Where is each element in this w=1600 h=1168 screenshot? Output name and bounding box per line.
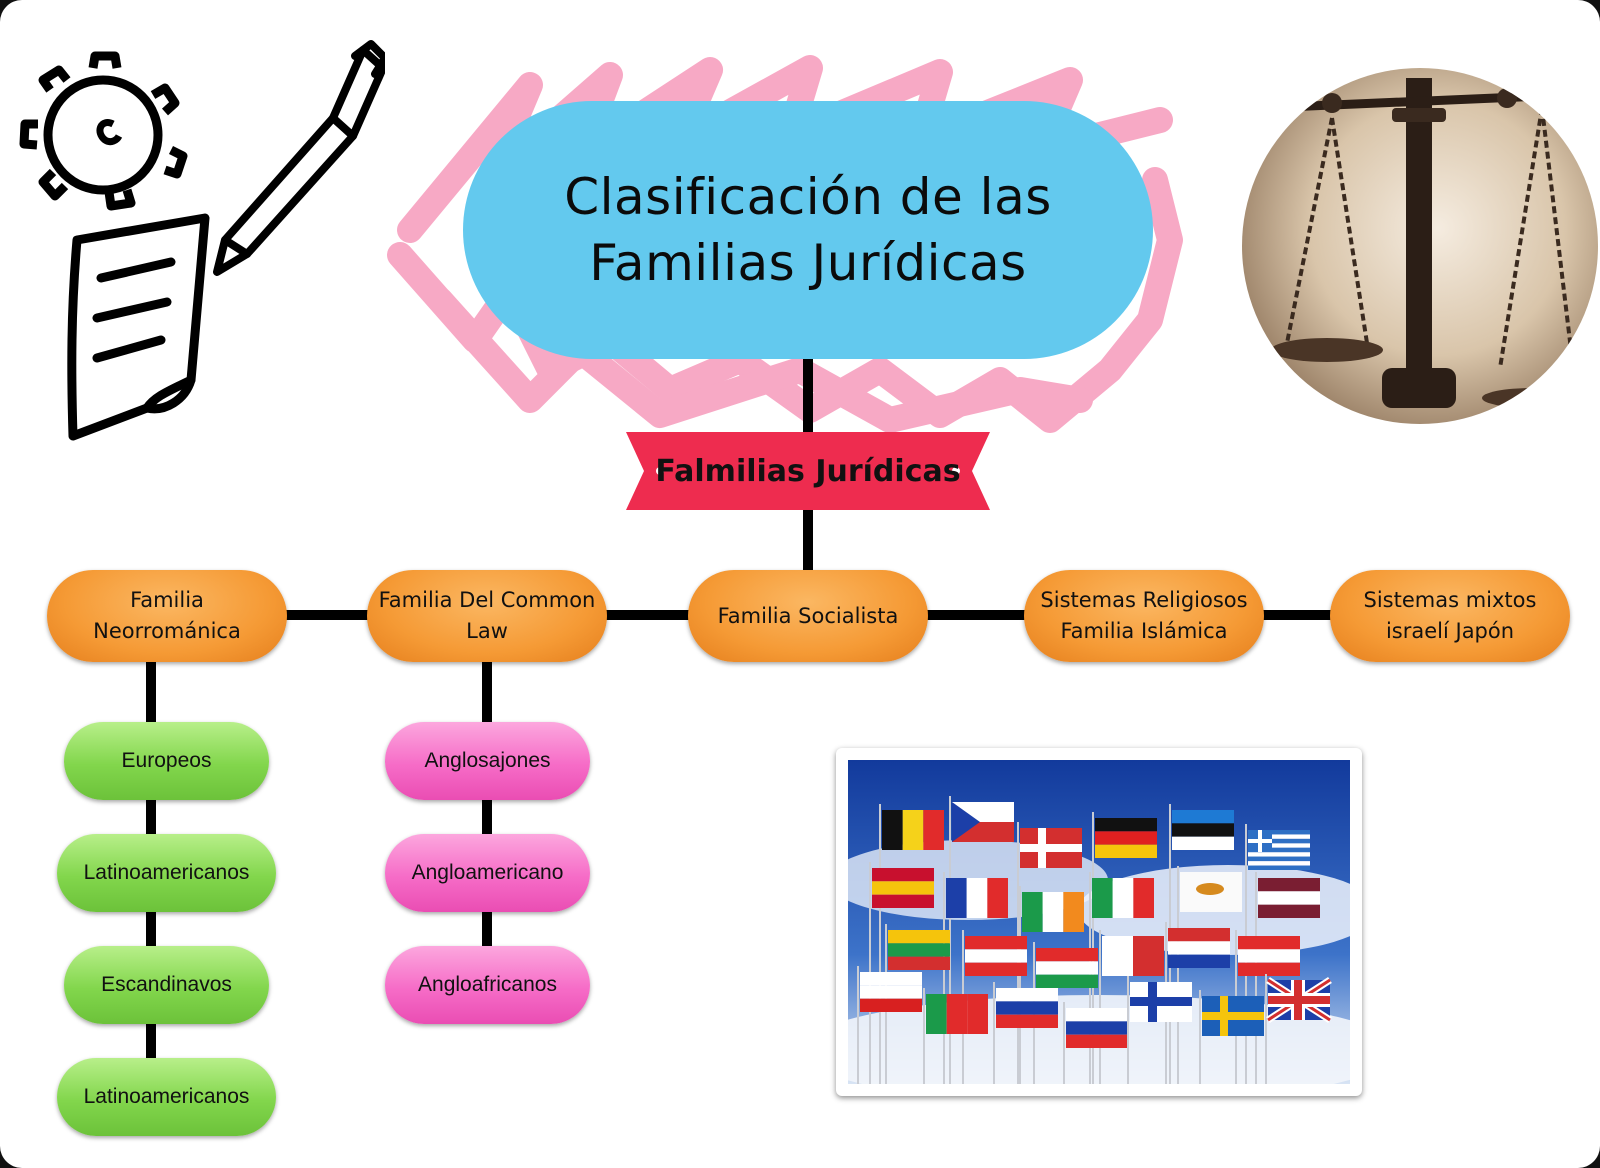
family-label: Familia Neorrománica [93,588,241,643]
child-node-anglosajones: Anglosajones [385,722,590,800]
flag-icon [1265,974,1332,1084]
flag-icon [1255,872,1320,1084]
document-icon [67,213,210,441]
flag-icon [943,872,1008,1084]
diagram-title: Clasificación de las Familias Jurídicas [564,168,1052,292]
flag-icon [1235,930,1300,1084]
flag-icon [1033,942,1098,1084]
child-label: Europeos [121,749,212,772]
family-node-socialista: Familia Socialista [688,570,928,662]
child-label: Escandinavos [101,973,232,996]
flag-icon [869,862,934,1084]
european-flags-image-frame [836,748,1362,1096]
child-node-angloamericano: Angloamericano [385,834,590,912]
gear-icon [19,51,188,211]
child-node-latinoamericanos-2: Latinoamericanos [57,1058,276,1136]
family-label: Familia Socialista [717,603,899,628]
flag-icon [1169,804,1234,1084]
child-node-escandinavos: Escandinavos [64,946,269,1024]
child-label: Angloamericano [411,861,564,884]
ribbon-shape [626,432,990,510]
flag-icon [993,982,1058,1084]
child-label: Latinoamericanos [83,861,250,884]
flag-icon [1019,886,1084,1084]
flag-icon [1089,872,1154,1084]
child-node-latinoamericanos: Latinoamericanos [57,834,276,912]
flag-icon [857,966,922,1084]
flag-icon [962,930,1027,1084]
child-node-angloafricanos: Angloafricanos [385,946,590,1024]
family-node-religiosos: Sistemas Religiosos Familia Islámica [1024,570,1264,662]
european-flags-image [848,760,1350,1084]
flag-icon [923,988,988,1084]
ribbon-banner: Falmilias Jurídicas [626,432,990,510]
flag-icon [879,804,944,1084]
child-label: Anglosajones [424,749,551,772]
child-node-europeos: Europeos [64,722,269,800]
ribbon-label: Falmilias Jurídicas [655,453,961,489]
flag-icon [1127,976,1192,1084]
family-label: Sistemas mixtos israelí Japón [1363,588,1537,643]
flag-icon [1199,990,1264,1084]
pencil-icon [213,40,385,276]
family-node-neorromanica: Familia Neorrománica [47,570,287,662]
family-node-common-law: Familia Del Common Law [367,570,607,662]
child-label: Angloafricanos [418,973,557,996]
title-bubble: Clasificación de las Familias Jurídicas [463,101,1153,359]
family-node-mixtos: Sistemas mixtos israelí Japón [1330,570,1570,662]
flag-icon [1063,1002,1128,1084]
flag-icon [1245,824,1310,1084]
child-label: Latinoamericanos [83,1085,250,1108]
flag-icon [1017,822,1082,1084]
flag-icon [1177,866,1242,1084]
doodle-illustration [19,40,385,441]
family-label: Sistemas Religiosos Familia Islámica [1040,588,1248,643]
flag-icon [1099,930,1164,1084]
family-label: Familia Del Common Law [378,588,596,643]
flag-icon [1165,922,1230,1084]
scales-of-justice-image [1242,68,1598,424]
flag-icon [949,796,1014,1084]
